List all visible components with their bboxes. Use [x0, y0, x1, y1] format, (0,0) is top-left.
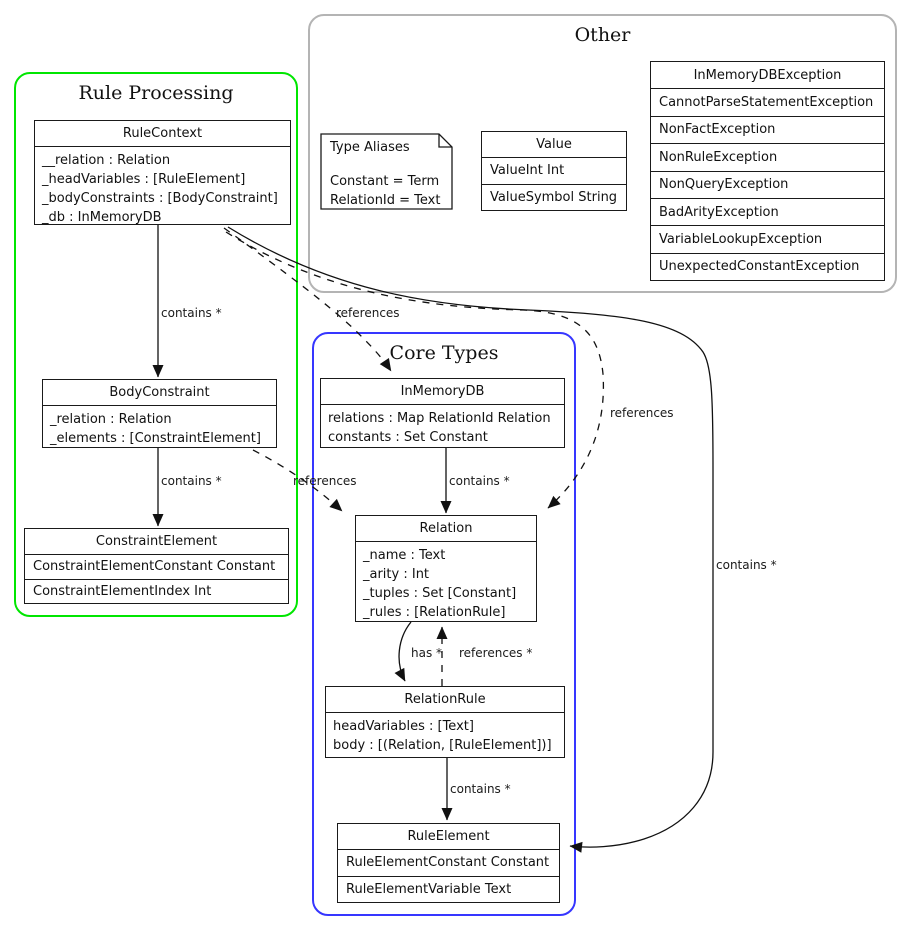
note-line: Constant = Term [330, 174, 440, 189]
class-ruleelement-name: RuleElement [407, 829, 490, 844]
class-rulecontext-name: RuleContext [35, 121, 290, 147]
field: _tuples : Set [Constant] [363, 586, 517, 601]
field: _bodyConstraints : [BodyConstraint] [42, 191, 278, 206]
edge-label-contains: contains * [716, 558, 777, 572]
field: _db : InMemoryDB [42, 210, 162, 225]
class-inmemorydb: InMemoryDB relations : Map RelationId Re… [320, 378, 565, 448]
variant: ConstraintElementConstant Constant [25, 554, 288, 579]
field: _elements : [ConstraintElement] [50, 431, 261, 446]
field: _rules : [RelationRule] [363, 605, 506, 620]
edge-label-references: references * [459, 646, 533, 660]
group-core-types-title: Core Types [389, 342, 499, 364]
field: body : [(Relation, [RuleElement])] [333, 738, 552, 753]
variant: CannotParseStatementException [651, 88, 884, 115]
class-constraintelement-name: ConstraintElement [95, 534, 218, 549]
class-rulecontext: RuleContext __relation : Relation _headV… [34, 120, 291, 225]
edge-label-contains: contains * [161, 306, 222, 320]
class-relationrule: RelationRule headVariables : [Text] body… [325, 686, 565, 758]
variant: ValueInt Int [482, 157, 626, 184]
variant: NonRuleException [651, 143, 884, 170]
group-rule-processing-title: Rule Processing [78, 82, 234, 104]
class-relation-name: Relation [356, 516, 536, 542]
class-inmemorydbexception: InMemoryDBException CannotParseStatement… [650, 61, 885, 281]
edge-label-references: references [293, 474, 357, 488]
edge-label-contains: contains * [449, 474, 510, 488]
field: _headVariables : [RuleElement] [42, 172, 246, 187]
variant: BadArityException [651, 197, 884, 225]
field: headVariables : [Text] [333, 719, 474, 734]
field: constants : Set Constant [328, 430, 488, 445]
variant: VariableLookupException [651, 225, 884, 252]
edge-label-references: references [336, 306, 400, 320]
field: __relation : Relation [42, 153, 171, 168]
edge-label-has: has * [411, 646, 443, 660]
class-relationrule-name: RelationRule [326, 687, 564, 713]
field: _arity : Int [363, 567, 430, 582]
variant: NonFactException [651, 115, 884, 143]
edge-label-references: references [610, 406, 674, 420]
variant: NonQueryException [651, 170, 884, 198]
field: relations : Map RelationId Relation [328, 411, 551, 426]
class-ruleelement: RuleElement RuleElementConstant Constant… [337, 823, 560, 903]
class-bodyconstraint: BodyConstraint _relation : Relation _ele… [42, 379, 277, 448]
class-value-name: Value [536, 137, 572, 152]
class-relation: Relation _name : Text _arity : Int _tupl… [355, 515, 537, 622]
field: _relation : Relation [50, 412, 172, 427]
edge-label-contains: contains * [450, 782, 511, 796]
class-bodyconstraint-name: BodyConstraint [43, 380, 276, 406]
note-type-aliases: Type Aliases Constant = Term RelationId … [320, 133, 453, 210]
field: _name : Text [363, 548, 446, 563]
note-shape [320, 133, 453, 210]
variant: RuleElementConstant Constant [338, 849, 559, 876]
class-inmemorydb-name: InMemoryDB [321, 379, 564, 405]
note-title: Type Aliases [330, 140, 410, 155]
group-other-title: Other [574, 24, 631, 46]
variant: ConstraintElementIndex Int [25, 578, 288, 604]
edge-label-contains: contains * [161, 474, 222, 488]
variant: UnexpectedConstantException [651, 252, 884, 280]
variant: RuleElementVariable Text [338, 875, 559, 903]
note-line: RelationId = Text [330, 193, 441, 208]
class-inmemorydbexception-name: InMemoryDBException [693, 67, 842, 83]
class-constraintelement: ConstraintElement ConstraintElementConst… [24, 528, 289, 604]
class-value: Value ValueInt Int ValueSymbol String [481, 131, 627, 211]
variant: ValueSymbol String [482, 183, 626, 211]
